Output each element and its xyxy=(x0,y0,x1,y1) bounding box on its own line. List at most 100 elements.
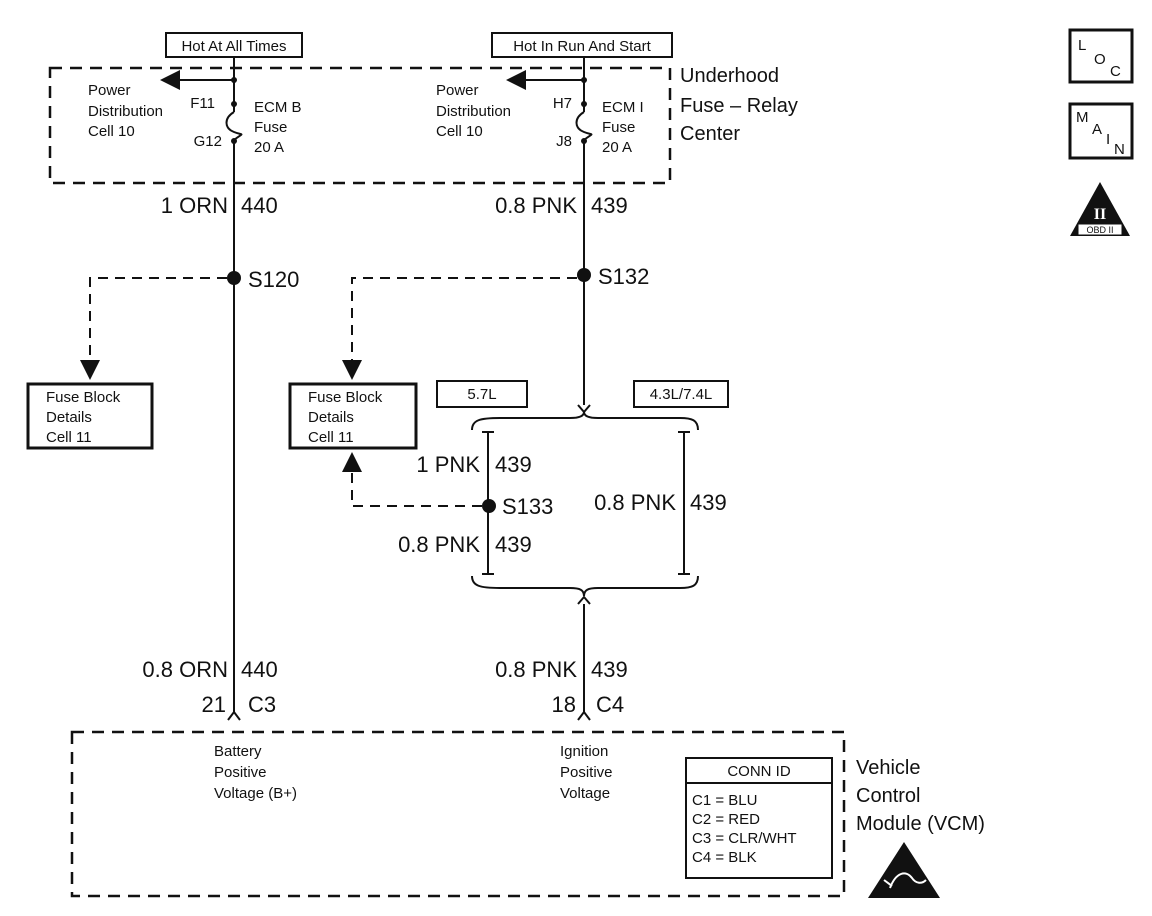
fuse-block-right-1: Fuse Block xyxy=(308,389,383,406)
right-pin-h7-dot xyxy=(581,101,587,107)
fuse-block-left-3: Cell 11 xyxy=(46,429,92,446)
lower-connector-symbol xyxy=(577,595,591,605)
option-b-wire-ends xyxy=(678,431,690,575)
right-fuse-name: ECM I xyxy=(602,99,644,116)
loc-icon-l: L xyxy=(1078,37,1086,54)
conn-id-box xyxy=(685,757,833,879)
left-fuse-name: ECM B xyxy=(254,99,302,116)
conn-id-title: CONN ID xyxy=(727,763,791,780)
conn-id-c1: C1 = BLU xyxy=(692,792,757,809)
obd-ii-text: OBD II xyxy=(1086,225,1113,235)
conn-id-c4: C4 = BLK xyxy=(692,849,757,866)
obd-ii-numeral: II xyxy=(1094,206,1106,223)
connector-c3-label: C3 xyxy=(248,692,276,717)
right-power-dist-3: Cell 10 xyxy=(436,123,483,140)
fuse-block-left-1: Fuse Block xyxy=(46,389,121,406)
right-fuse-word: Fuse xyxy=(602,119,635,136)
left-power-dist-3: Cell 10 xyxy=(88,123,135,140)
bottom-option-brace xyxy=(471,575,699,597)
battery-label-1: Battery xyxy=(214,743,262,760)
fuse-block-left-2: Details xyxy=(46,409,92,426)
fuse-relay-center-box xyxy=(48,66,672,185)
loc-icon-o: O xyxy=(1094,51,1106,68)
hot-in-run-start-label: Hot In Run And Start xyxy=(513,38,651,55)
battery-label-2: Positive xyxy=(214,764,267,781)
connector-c4-symbol xyxy=(577,710,591,721)
splice-s133-label: S133 xyxy=(502,494,553,519)
right-fuse-symbol xyxy=(575,111,593,141)
option-5-7l-box xyxy=(436,380,528,408)
alt-wire-color: 0.8 PNK xyxy=(594,490,676,515)
top-option-brace xyxy=(471,411,699,431)
right-power-dist-1: Power xyxy=(436,82,479,99)
fuse-block-right-box xyxy=(288,382,418,450)
left-bottom-wire-color: 0.8 ORN xyxy=(142,657,228,682)
vcm-label-1: Vehicle xyxy=(856,757,921,779)
hot-at-all-times-label: Hot At All Times xyxy=(181,38,286,55)
ignition-label-2: Positive xyxy=(560,764,613,781)
right-pin-bottom: J8 xyxy=(556,133,572,150)
left-pin-top: F11 xyxy=(190,95,215,112)
right-fuse-rating: 20 A xyxy=(602,139,632,156)
upper-connector-symbol xyxy=(577,404,591,414)
vcm-label-2: Control xyxy=(856,785,920,807)
left-power-dist-1: Power xyxy=(88,82,131,99)
left-fuse-word: Fuse xyxy=(254,119,287,136)
splice-s133-dot xyxy=(482,499,496,513)
right-power-dist-2: Distribution xyxy=(436,103,511,120)
option-5-7l-label: 5.7L xyxy=(467,386,496,403)
connector-c3-pin: 21 xyxy=(202,692,226,717)
left-top-wire-circuit: 440 xyxy=(241,193,278,218)
ignition-label-1: Ignition xyxy=(560,743,608,760)
right-top-wire-color: 0.8 PNK xyxy=(495,193,577,218)
option-a-wire-ends xyxy=(482,431,494,575)
s133-top-wire-color: 1 PNK xyxy=(416,452,480,477)
fuse-block-right-2: Details xyxy=(308,409,354,426)
right-bottom-wire-color: 0.8 PNK xyxy=(495,657,577,682)
left-bottom-wire-circuit: 440 xyxy=(241,657,278,682)
fuse-center-label-3: Center xyxy=(680,123,740,145)
right-bottom-wire-circuit: 439 xyxy=(591,657,628,682)
fuse-center-label-2: Fuse – Relay xyxy=(680,95,798,117)
splice-s132-dot xyxy=(577,268,591,282)
conn-id-c2: C2 = RED xyxy=(692,811,760,828)
main-icon-m: M xyxy=(1076,109,1089,126)
battery-label-3: Voltage (B+) xyxy=(214,785,297,802)
right-pin-top: H7 xyxy=(553,95,572,112)
right-top-wire-circuit: 439 xyxy=(591,193,628,218)
s133-top-wire-circuit: 439 xyxy=(495,452,532,477)
s133-bottom-wire-color: 0.8 PNK xyxy=(398,532,480,557)
main-icon-i: I xyxy=(1106,131,1110,148)
right-junction-dot xyxy=(581,77,587,83)
option-4-3l-box xyxy=(633,380,729,408)
s133-dashed-branch xyxy=(342,452,482,507)
vcm-box xyxy=(70,730,846,898)
s120-dashed-branch xyxy=(80,277,227,380)
left-pin-bottom: G12 xyxy=(194,133,222,150)
hot-in-run-start-box xyxy=(491,32,673,58)
alt-wire-circuit: 439 xyxy=(690,490,727,515)
main-icon-n: N xyxy=(1114,141,1125,158)
main-icon[interactable]: M A I N xyxy=(1068,102,1134,160)
left-fuse-symbol xyxy=(225,111,243,141)
s132-dashed-branch xyxy=(342,277,577,380)
s133-bottom-wire-circuit: 439 xyxy=(495,532,532,557)
splice-s120-dot xyxy=(227,271,241,285)
left-junction-dot xyxy=(231,77,237,83)
conn-id-c3: C3 = CLR/WHT xyxy=(692,830,797,847)
left-fuse-rating: 20 A xyxy=(254,139,284,156)
fuse-block-right-3: Cell 11 xyxy=(308,429,354,446)
left-pin-f11-dot xyxy=(231,101,237,107)
ignition-label-3: Voltage xyxy=(560,785,610,802)
splice-s132-label: S132 xyxy=(598,264,649,289)
option-4-3l-label: 4.3L/7.4L xyxy=(650,386,713,403)
loc-icon[interactable]: L O C xyxy=(1068,28,1134,84)
splice-s120-label: S120 xyxy=(248,267,299,292)
fuse-center-label-1: Underhood xyxy=(680,65,779,87)
connector-c4-pin: 18 xyxy=(552,692,576,717)
left-power-dist-2: Distribution xyxy=(88,103,163,120)
left-top-wire-color: 1 ORN xyxy=(161,193,228,218)
obd-ii-icon[interactable]: II OBD II xyxy=(1070,182,1130,236)
esd-warning-icon xyxy=(868,842,940,898)
